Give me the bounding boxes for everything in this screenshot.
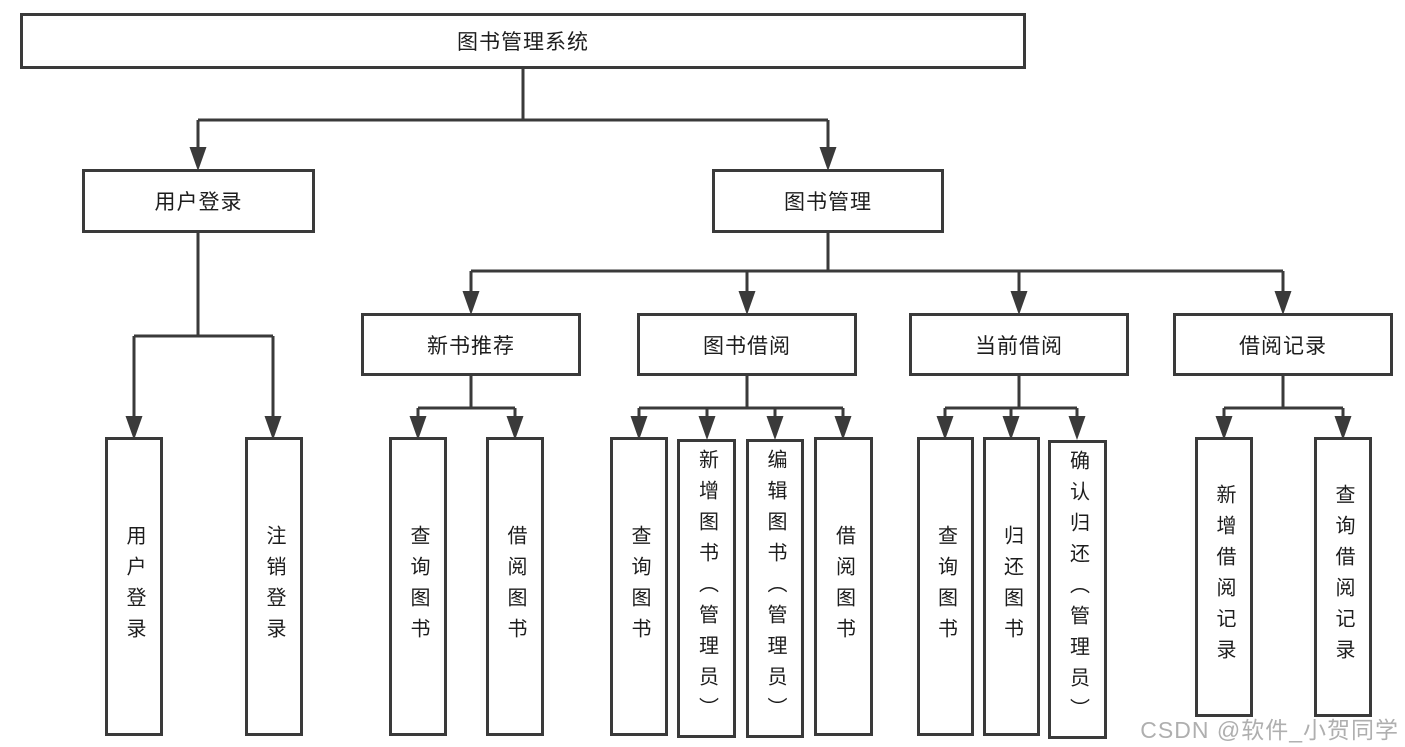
node-root-library-system: 图书管理系统 — [20, 13, 1026, 69]
node-book-borrow: 图书借阅 — [637, 313, 857, 376]
csdn-watermark: CSDN @软件_小贺同学 — [1140, 717, 1399, 743]
leaf-add-book-admin: 新增图书（管理员） — [677, 439, 736, 738]
leaf-return-book: 归还图书 — [983, 437, 1040, 736]
connector-new-books-to-leaves — [409, 374, 524, 440]
node-user-login: 用户登录 — [82, 169, 315, 233]
leaf-user-login: 用户登录 — [105, 437, 163, 736]
node-book-management: 图书管理 — [712, 169, 944, 233]
leaf-add-borrow-record: 新增借阅记录 — [1195, 437, 1253, 717]
connector-book-borrow-to-leaves — [630, 374, 852, 440]
leaf-logout: 注销登录 — [245, 437, 303, 736]
leaf-query-borrow-record: 查询借阅记录 — [1314, 437, 1372, 717]
connector-user-login-to-leaves — [125, 231, 282, 440]
node-new-book-recommend: 新书推荐 — [361, 313, 581, 376]
node-current-borrow: 当前借阅 — [909, 313, 1129, 376]
leaf-query-books-1: 查询图书 — [389, 437, 447, 736]
node-borrow-records: 借阅记录 — [1173, 313, 1393, 376]
leaf-query-books-2: 查询图书 — [610, 437, 668, 736]
connector-current-borrow-to-leaves — [936, 374, 1086, 440]
leaf-borrow-books-1: 借阅图书 — [486, 437, 544, 736]
leaf-borrow-books-2: 借阅图书 — [814, 437, 873, 736]
leaf-edit-book-admin: 编辑图书（管理员） — [746, 439, 804, 738]
leaf-confirm-return-admin: 确认归还（管理员） — [1048, 440, 1107, 739]
connector-book-mgmt-to-level3 — [462, 231, 1292, 315]
connector-root-to-level2 — [189, 67, 837, 171]
connector-borrow-records-to-leaves — [1215, 374, 1352, 440]
leaf-query-books-3: 查询图书 — [917, 437, 974, 736]
